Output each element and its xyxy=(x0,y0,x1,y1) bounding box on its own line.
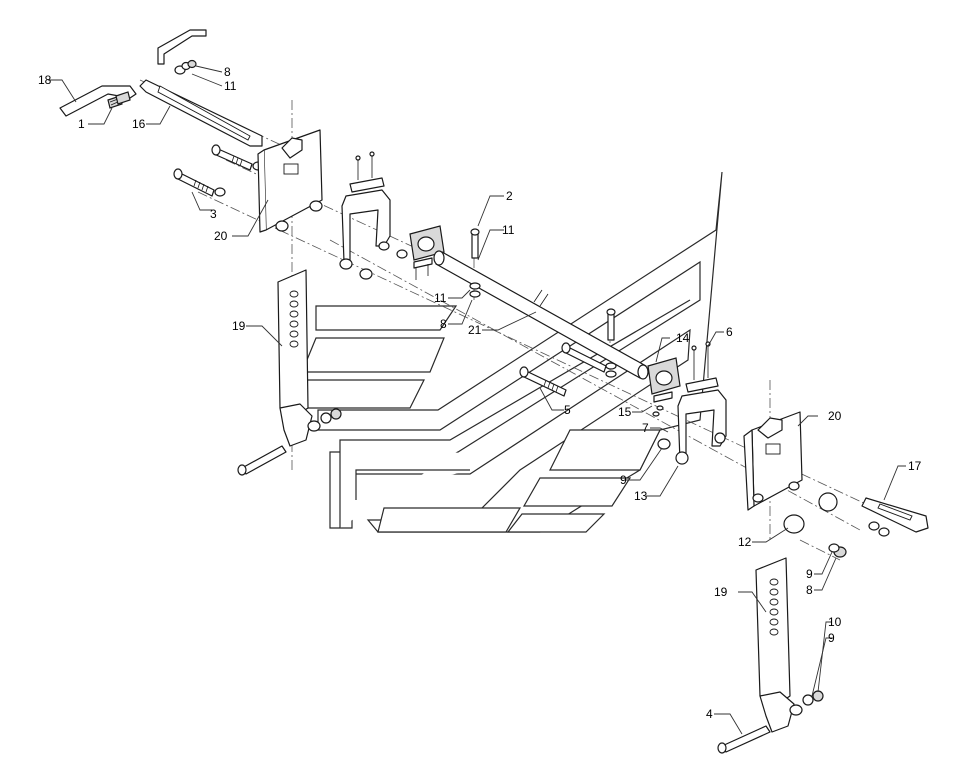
callout-9: 9 xyxy=(806,567,813,581)
callout-7: 7 xyxy=(642,421,649,435)
callout-18: 18 xyxy=(38,73,52,87)
part-16-lever xyxy=(139,29,263,147)
callout-13: 13 xyxy=(634,489,648,503)
part-3-bolts xyxy=(173,144,264,197)
part-20-plate-left xyxy=(257,129,323,233)
part-8-11-nuts-top xyxy=(174,59,197,75)
part-14-clamp-right xyxy=(647,357,681,417)
bolt-near-14 xyxy=(605,308,617,378)
callout-14: 14 xyxy=(676,331,690,345)
callout-8: 8 xyxy=(224,65,231,79)
callout-2: 2 xyxy=(506,189,513,203)
callout-5: 5 xyxy=(564,403,571,417)
callout-4: 4 xyxy=(706,707,713,721)
callout-9: 9 xyxy=(620,473,627,487)
callout-15: 15 xyxy=(618,405,632,419)
part-2-bolt xyxy=(469,228,481,298)
callout-11: 11 xyxy=(224,79,237,93)
bolt-bottom-left xyxy=(237,445,287,476)
part-21-shaft xyxy=(433,250,649,380)
part-1-bolts xyxy=(107,91,131,109)
callout-labels: 18 1 16 8 11 3 20 2 11 11 8 21 19 14 6 5… xyxy=(38,65,922,721)
callout-17: 17 xyxy=(908,459,922,473)
callout-19: 19 xyxy=(232,319,246,333)
callout-21: 21 xyxy=(468,323,482,337)
callout-1: 1 xyxy=(78,117,85,131)
callout-12: 12 xyxy=(738,535,752,549)
callout-8: 8 xyxy=(806,583,813,597)
center-bracket-left xyxy=(339,151,391,280)
callout-10: 10 xyxy=(828,615,842,629)
callout-19: 19 xyxy=(714,585,728,599)
callout-11: 11 xyxy=(434,291,447,305)
leader-lines xyxy=(48,65,906,735)
callout-8: 8 xyxy=(440,317,447,331)
clamp-block-left xyxy=(396,225,445,280)
part-19-arm-left xyxy=(277,269,342,447)
callout-16: 16 xyxy=(132,117,146,131)
part-20-plate-right xyxy=(743,411,803,511)
center-bracket-right xyxy=(657,341,727,465)
part-19-arm-right xyxy=(755,557,824,733)
callout-20: 20 xyxy=(828,409,842,423)
callout-9: 9 xyxy=(828,631,835,645)
callout-11: 11 xyxy=(502,223,515,237)
callout-20: 20 xyxy=(214,229,228,243)
callout-3: 3 xyxy=(210,207,217,221)
part-18-handle xyxy=(59,85,137,117)
part-12-spacers xyxy=(783,492,847,558)
part-4-bolt xyxy=(717,725,771,754)
part-17-lever-right xyxy=(861,497,929,537)
part-5-bolt xyxy=(519,342,607,397)
callout-6: 6 xyxy=(726,325,733,339)
